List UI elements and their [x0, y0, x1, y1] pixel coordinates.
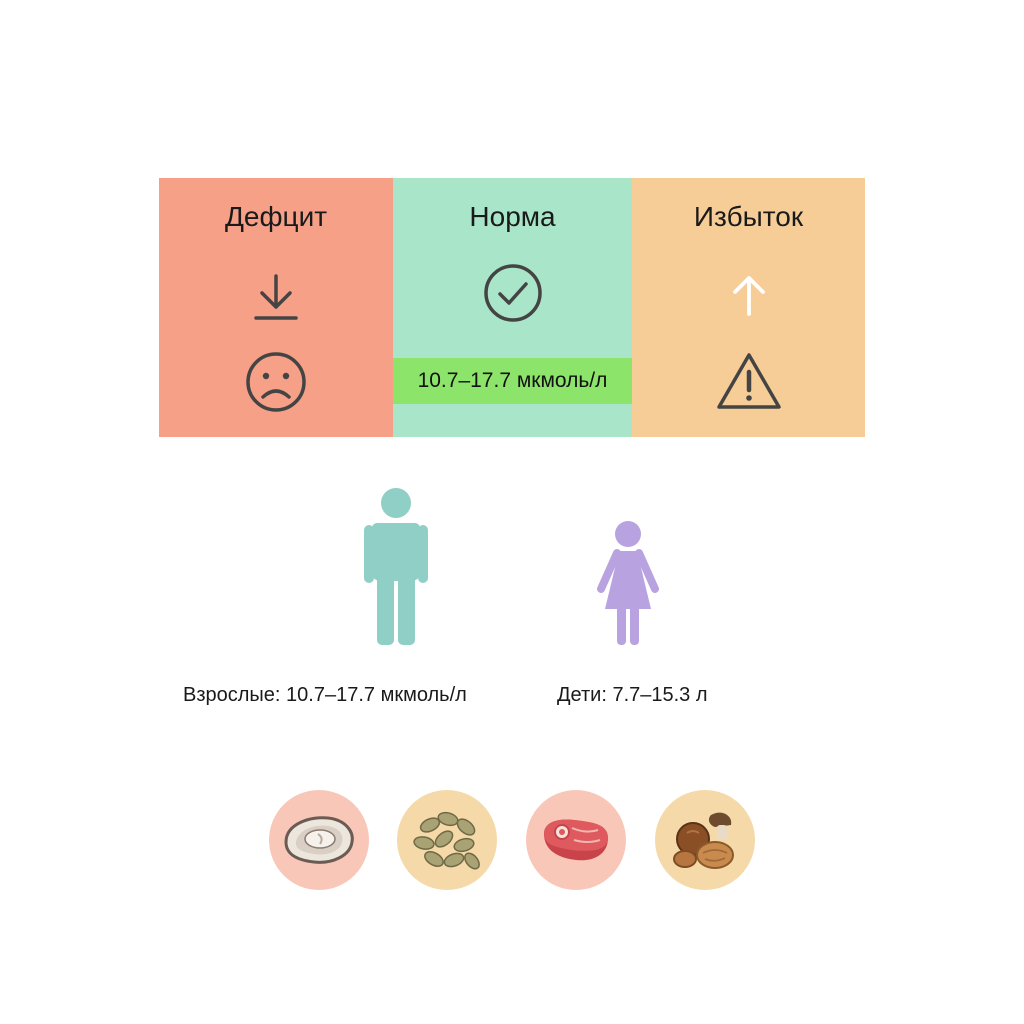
arrow-up-icon [729, 272, 769, 318]
steak-icon [536, 810, 616, 870]
child-caption: Дети: 7.7–15.3 л [557, 684, 708, 706]
warning-triangle-icon [715, 350, 783, 412]
excess-column: Избыток [632, 178, 865, 437]
food-item-steak [526, 790, 626, 890]
status-band: Дефцит Норма [159, 178, 865, 437]
child-girl-icon [595, 519, 661, 647]
check-circle-icon [482, 262, 544, 324]
norm-title: Норма [469, 201, 556, 232]
adult-person-icon [364, 487, 428, 647]
adult-caption: Взрослые: 10.7–17.7 мкмоль/л [183, 684, 467, 706]
nuts-icon [667, 805, 743, 875]
excess-title: Избыток [693, 201, 804, 232]
deficit-column: Дефцит [159, 178, 393, 437]
food-item-nuts [655, 790, 755, 890]
norm-column: Норма 10.7–17.7 мкмоль/л [393, 178, 632, 437]
pumpkin-seeds-icon [408, 805, 486, 875]
norm-range-label: 10.7–17.7 мкмоль/л [393, 358, 632, 404]
sad-face-icon [244, 350, 308, 414]
deficit-title: Дефцит [224, 201, 328, 232]
oyster-icon [280, 812, 358, 868]
food-item-oyster [269, 790, 369, 890]
food-item-pumpkin-seeds [397, 790, 497, 890]
download-arrow-icon [253, 270, 299, 324]
